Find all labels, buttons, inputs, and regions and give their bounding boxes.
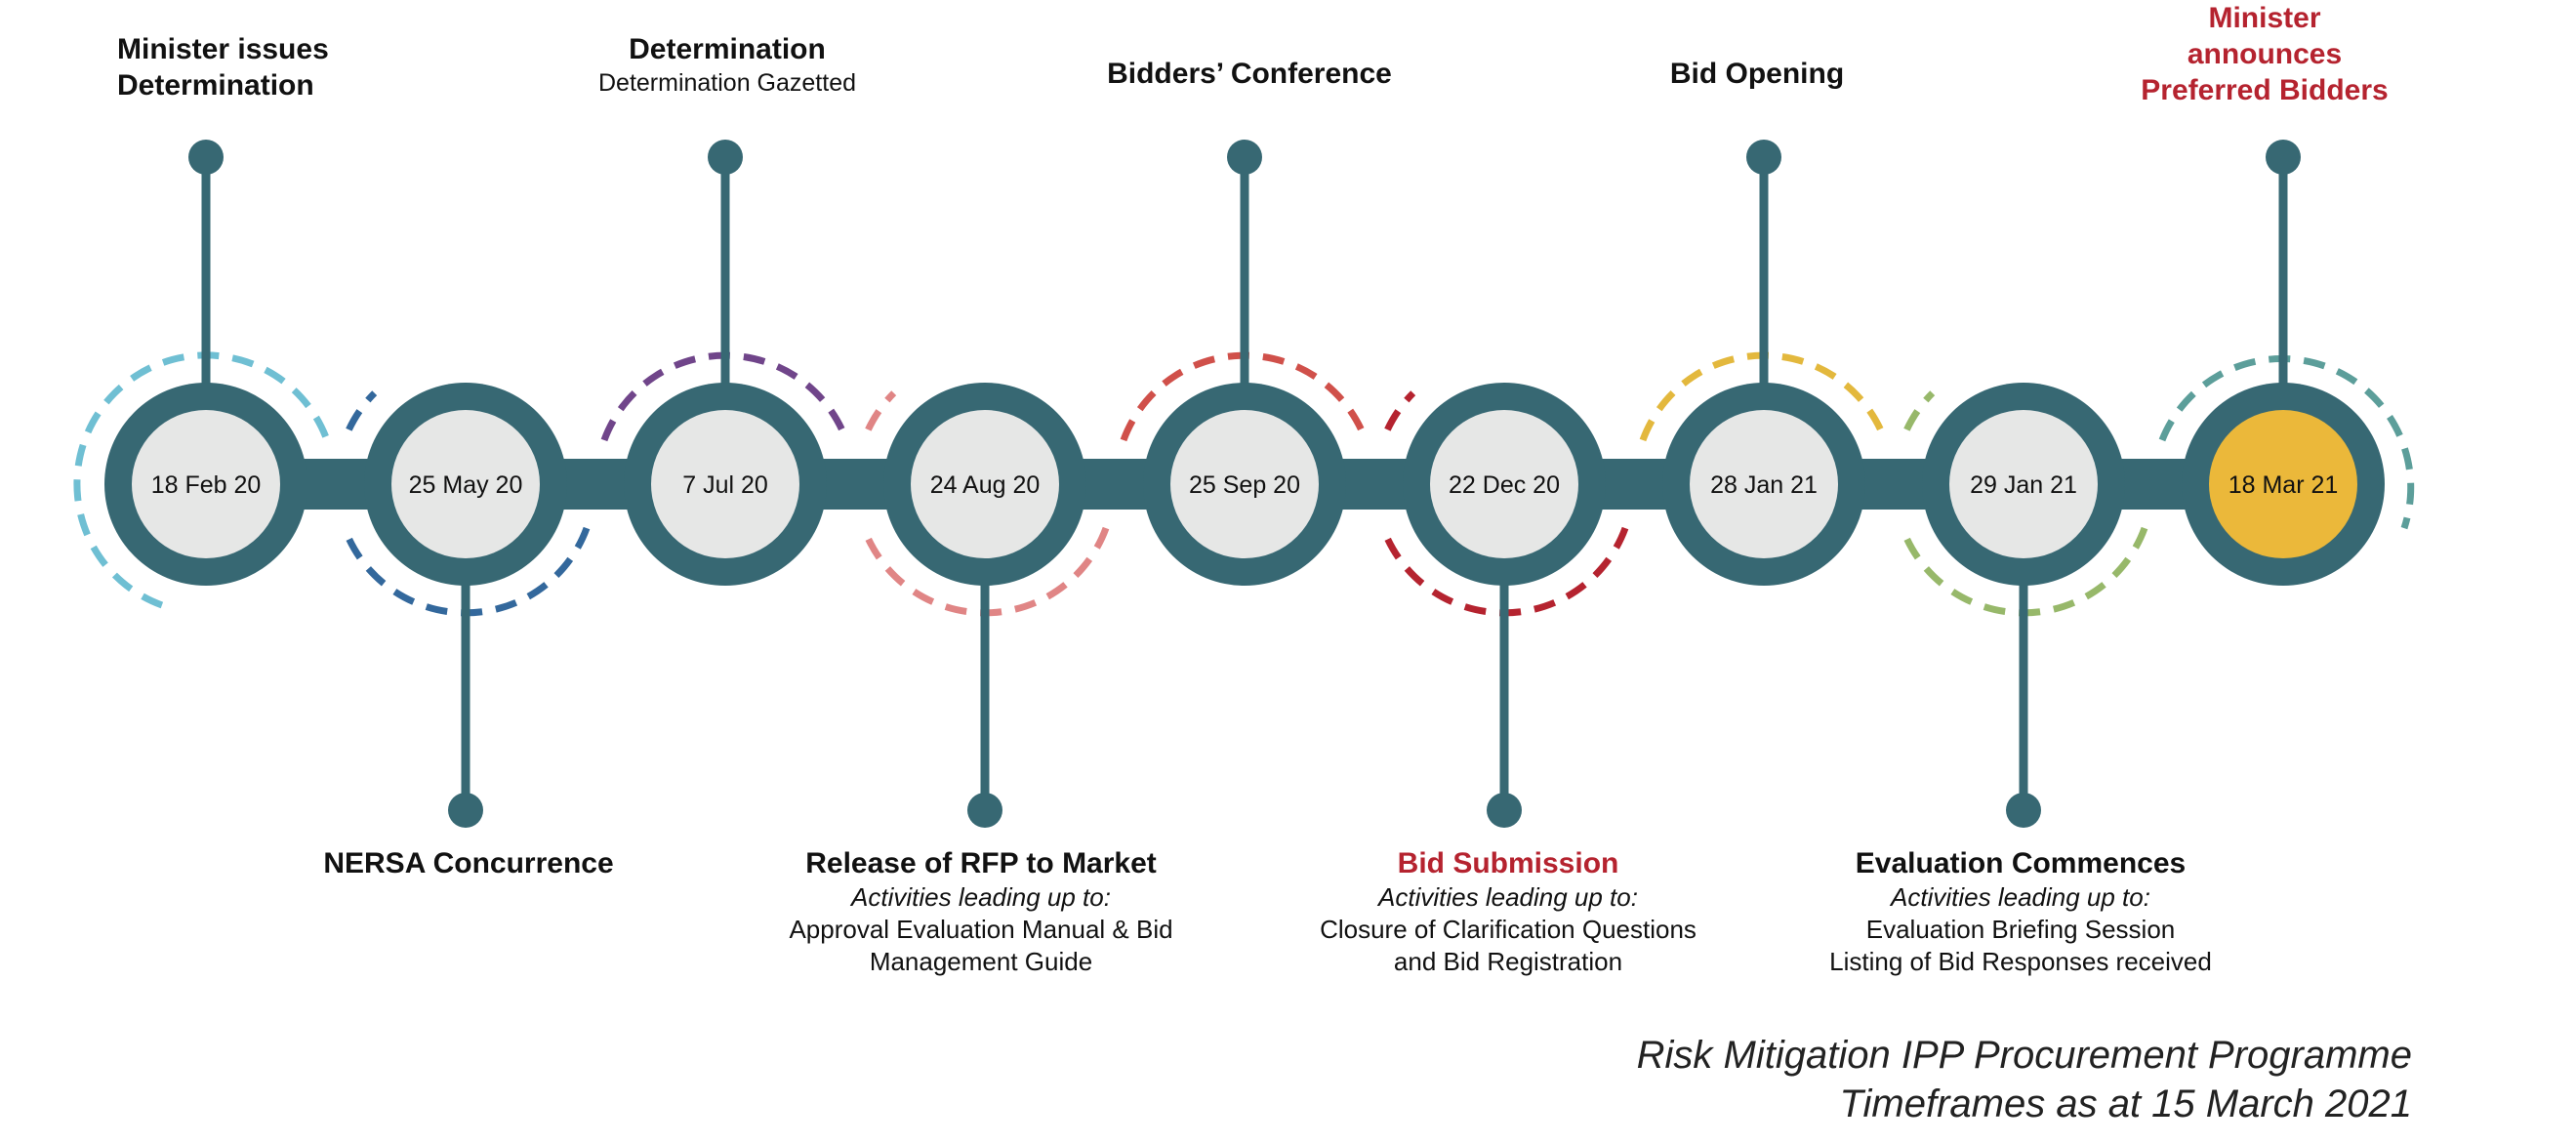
milestone-date: 22 Dec 20 [1449, 471, 1560, 499]
pin-head [967, 793, 1002, 828]
pin-head [1227, 140, 1262, 175]
milestone-date: 25 May 20 [409, 471, 523, 499]
pin-head [2006, 793, 2041, 828]
label-determination: Determination Determination Gazetted [597, 33, 857, 97]
label-bid-submission: Bid Submission Activities leading up to:… [1320, 847, 1697, 976]
milestone-nodes: 18 Feb 20 25 May 20 7 Jul 20 24 Aug 20 25 Se… [104, 383, 2385, 586]
milestone-date: 28 Jan 21 [1710, 471, 1818, 499]
milestone-date: 18 Feb 20 [151, 471, 262, 499]
milestone-date: 18 Mar 21 [2228, 471, 2339, 499]
milestone-disc [1949, 410, 2098, 558]
dashed-arc-accent [346, 390, 378, 431]
milestone-disc [1690, 410, 1838, 558]
label-minister-issues: Minister issues Determination [117, 33, 329, 102]
footer-line-2: Timeframes as at 15 March 2021 [1839, 1083, 2412, 1125]
milestone-disc [651, 410, 799, 558]
pin-head [1487, 793, 1522, 828]
label-bidders-conference: Bidders’ Conference [1107, 58, 1392, 90]
pin-head [2266, 140, 2301, 175]
footer-line-1: Risk Mitigation IPP Procurement Programm… [1636, 1034, 2412, 1077]
milestone-date: 29 Jan 21 [1970, 471, 2077, 499]
dashed-arc [73, 351, 331, 609]
milestone-disc [391, 410, 540, 558]
milestone-date: 24 Aug 20 [930, 471, 1041, 499]
pin-head [708, 140, 743, 175]
milestone-disc [1430, 410, 1578, 558]
label-bid-opening: Bid Opening [1669, 58, 1845, 90]
pin-head [188, 140, 224, 175]
label-preferred-bidders: Minister announces Preferred Bidders [2141, 2, 2389, 106]
label-release-rfp: Release of RFP to Market Activities lead… [789, 847, 1173, 976]
milestone-disc [1170, 410, 1319, 558]
milestone-disc [132, 410, 280, 558]
pin-head [1746, 140, 1781, 175]
milestone-disc [2209, 410, 2357, 558]
pin-head [448, 793, 483, 828]
footer-caption: Risk Mitigation IPP Procurement Programm… [1637, 1031, 2412, 1128]
milestone-date: 25 Sep 20 [1189, 471, 1300, 499]
label-nersa-concurrence: NERSA Concurrence [323, 847, 614, 879]
label-evaluation-commences: Evaluation Commences Activities leading … [1829, 847, 2212, 976]
dashed-arc [2158, 355, 2415, 530]
dashed-arc-accent [865, 390, 897, 431]
milestone-date: 7 Jul 20 [682, 471, 768, 499]
dashed-arc-accent [1384, 390, 1416, 431]
milestone-disc [911, 410, 1059, 558]
dashed-arc-accent [1903, 390, 1936, 431]
